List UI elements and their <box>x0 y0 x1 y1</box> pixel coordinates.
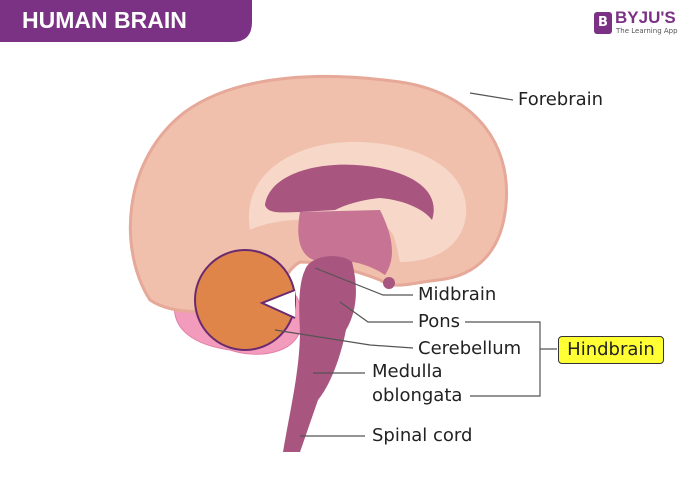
corpus-callosum <box>265 164 434 220</box>
label-medulla: Medulla <box>372 361 443 382</box>
label-oblongata: oblongata <box>372 385 463 406</box>
label-hindbrain: Hindbrain <box>558 336 664 364</box>
label-cerebellum: Cerebellum <box>418 338 522 359</box>
label-spinal-cord: Spinal cord <box>372 425 473 446</box>
pituitary <box>383 277 395 289</box>
logo-mark: B <box>594 12 612 34</box>
leader-lines <box>274 92 557 437</box>
brainstem <box>283 256 356 452</box>
logo-tagline: The Learning App <box>616 27 678 35</box>
page-title: HUMAN BRAIN <box>22 7 187 33</box>
label-pons: Pons <box>418 311 461 332</box>
logo-name: BYJU'S <box>615 8 676 27</box>
label-forebrain: Forebrain <box>518 89 604 110</box>
header-banner <box>0 0 252 42</box>
label-midbrain: Midbrain <box>418 284 497 305</box>
